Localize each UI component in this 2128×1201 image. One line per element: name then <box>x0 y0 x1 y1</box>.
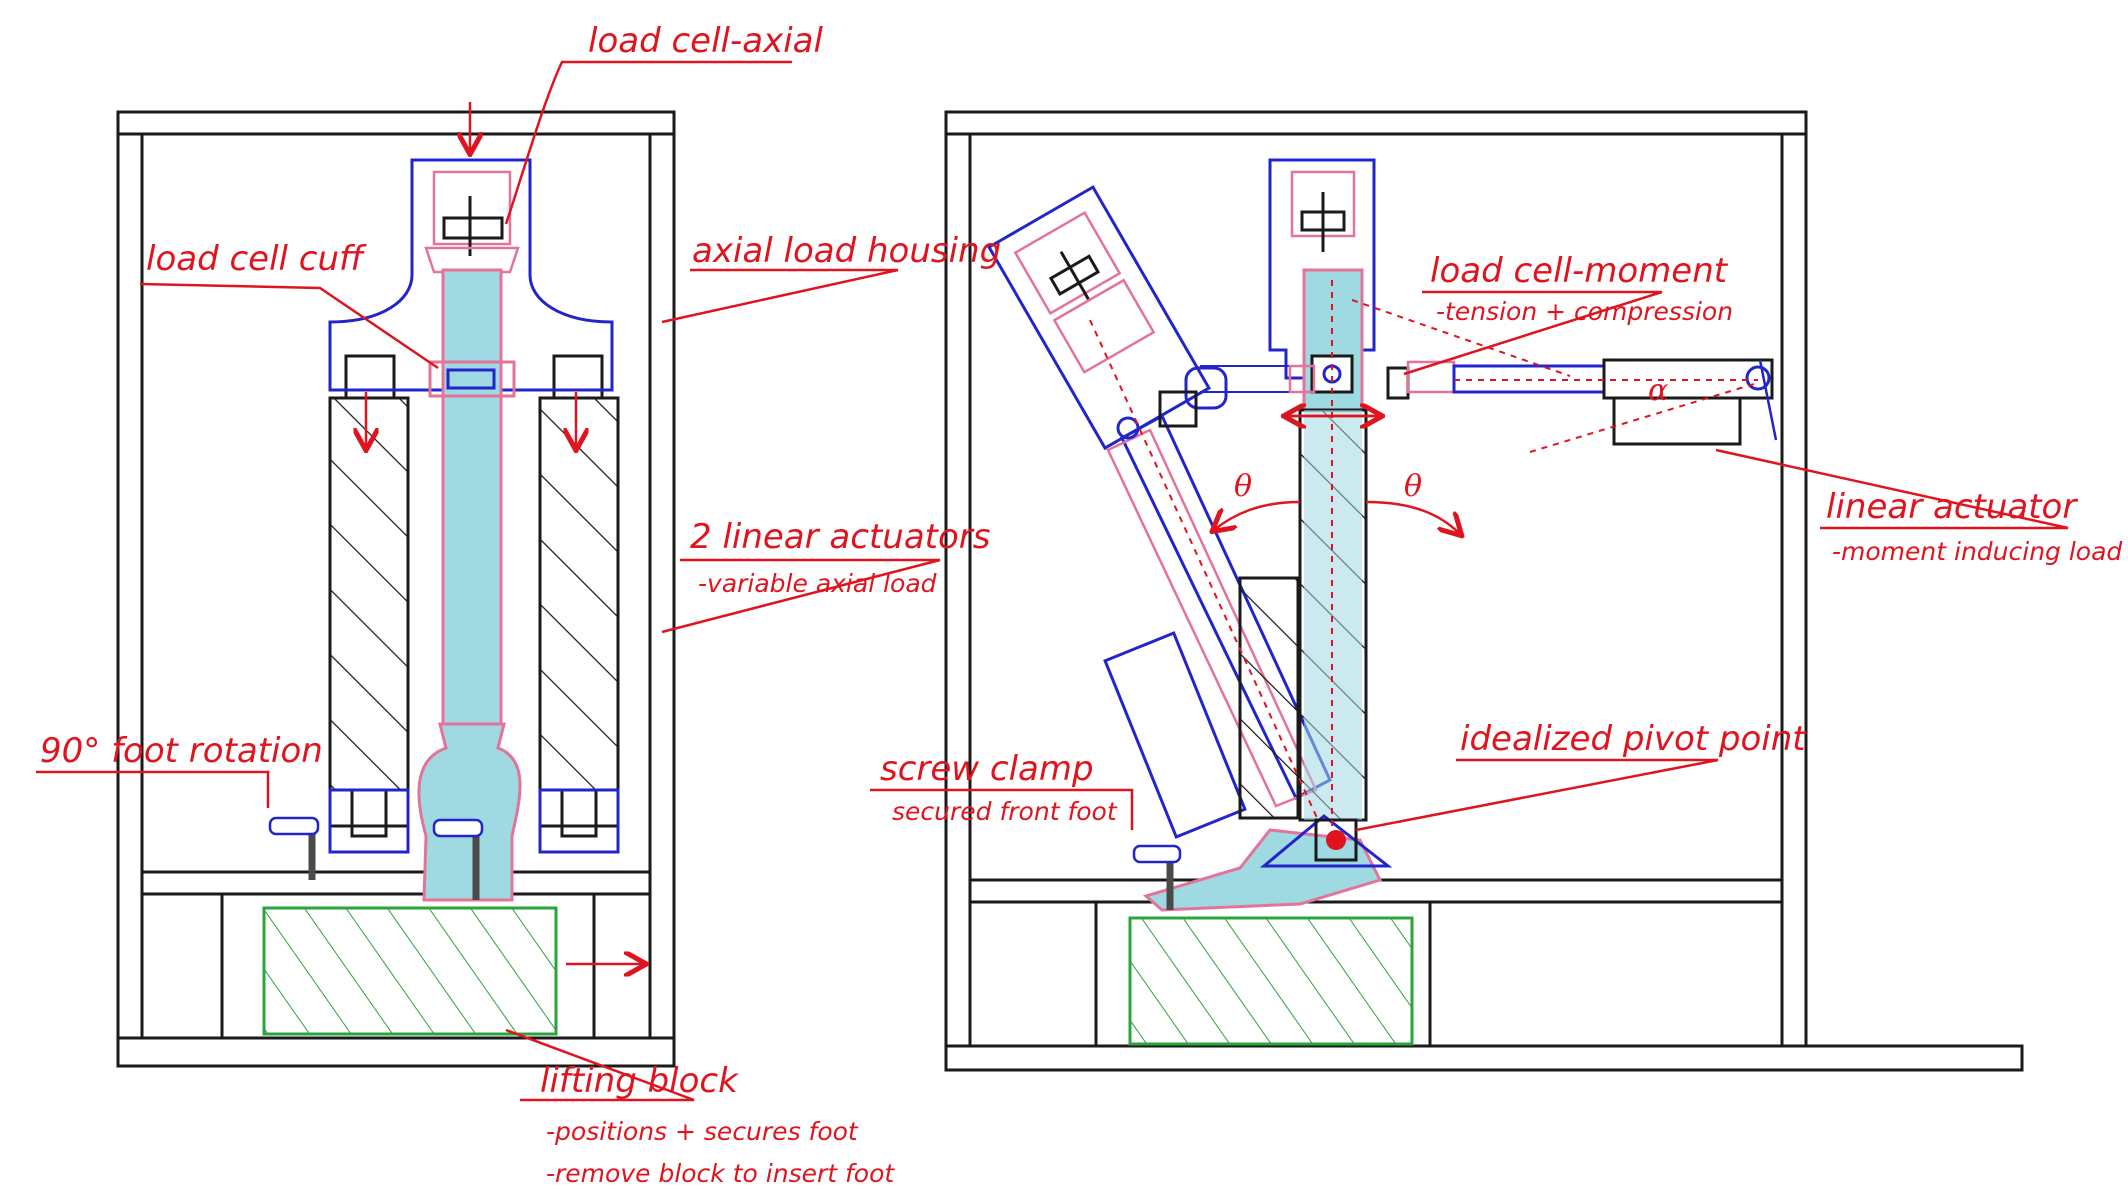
alpha-label: α <box>1648 373 1668 408</box>
tilted-clevis <box>1116 366 1228 440</box>
label-positions-secures-foot: -positions + secures foot <box>546 1117 859 1146</box>
theta-right-label: θ <box>1404 469 1422 504</box>
lifting-block-right <box>1128 916 1414 1046</box>
label-axial-load-housing: axial load housing <box>692 231 1001 271</box>
screw-clamp-right <box>1132 844 1182 910</box>
tibia-front <box>417 268 522 902</box>
screw-clamp-left-center <box>432 818 484 900</box>
axial-load-housing <box>328 158 614 392</box>
load-cell-axial-icon <box>424 170 520 274</box>
theta-left-label: θ <box>1234 469 1252 504</box>
label-idealized-pivot-point: idealized pivot point <box>1460 719 1807 759</box>
load-cell-vertical-icon <box>1290 170 1356 252</box>
label-lifting-block: lifting block <box>540 1061 739 1101</box>
label-linear-actuator: linear actuator <box>1826 487 2078 527</box>
label-two-linear-actuators: 2 linear actuators <box>690 517 991 557</box>
idealized-pivot-marker <box>1314 818 1358 862</box>
left-actuator-left <box>328 396 410 838</box>
lifting-block-left <box>262 906 558 1036</box>
right-frame <box>944 110 2024 1072</box>
label-load-cell-axial: load cell-axial <box>588 21 823 61</box>
label-load-cell-cuff: load cell cuff <box>146 239 367 279</box>
side-bracket <box>1238 576 1300 820</box>
label-variable-axial-load: -variable axial load <box>698 569 937 598</box>
label-screw-clamp: screw clamp <box>880 749 1094 789</box>
label-tension-compression: -tension + compression <box>1436 297 1733 326</box>
label-secured-front-foot: secured front foot <box>892 797 1118 826</box>
left-actuator-right <box>538 396 620 838</box>
label-remove-block: -remove block to insert foot <box>546 1159 895 1188</box>
label-moment-inducing-load: -moment inducing load <box>1832 537 2122 566</box>
label-load-cell-moment: load cell-moment <box>1430 251 1729 291</box>
left-frame <box>116 110 676 1068</box>
tilted-housing <box>986 185 1212 451</box>
label-foot-rotation: 90° foot rotation <box>40 731 323 771</box>
screw-clamp-left-outer <box>268 816 320 880</box>
